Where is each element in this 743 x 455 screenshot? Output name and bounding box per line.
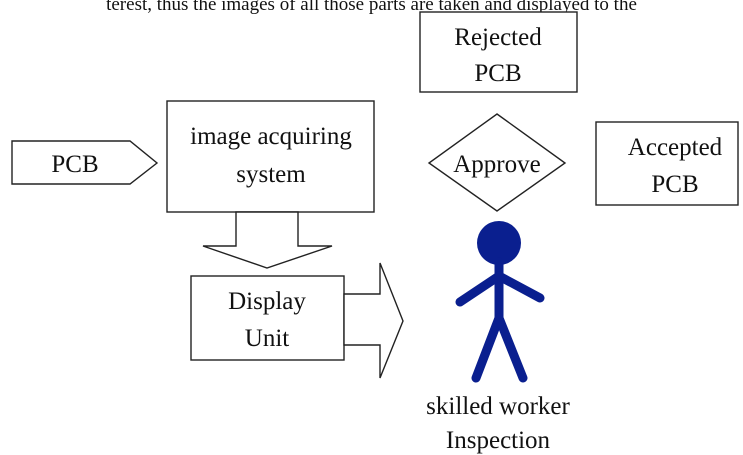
approve-label: Approve bbox=[453, 151, 540, 178]
down-arrow bbox=[202, 211, 333, 269]
worker-figure bbox=[455, 221, 545, 383]
worker-right-arm bbox=[494, 271, 545, 303]
display-unit-box bbox=[190, 275, 345, 361]
image-system-label-line2: system bbox=[236, 161, 306, 188]
worker-left-arm bbox=[455, 271, 504, 307]
display-unit-label-line2: Unit bbox=[245, 325, 290, 352]
worker-right-leg bbox=[494, 313, 528, 383]
rejected-pcb-box bbox=[419, 11, 578, 93]
pcb-input-label: PCB bbox=[51, 151, 98, 178]
rejected-label-line1: Rejected bbox=[454, 24, 542, 51]
right-arrow bbox=[343, 262, 404, 379]
image-system-label-line1: image acquiring bbox=[190, 123, 352, 150]
worker-head bbox=[477, 221, 521, 265]
worker-left-leg bbox=[471, 313, 504, 383]
rejected-label-line2: PCB bbox=[474, 60, 521, 87]
display-unit-label-line1: Display bbox=[228, 288, 306, 315]
caption-fragment-text: terest, thus the images of all those par… bbox=[106, 0, 637, 15]
approve-diamond bbox=[427, 113, 567, 212]
accepted-label-line2: PCB bbox=[651, 171, 698, 198]
worker-label-line1: skilled worker bbox=[426, 393, 570, 420]
accepted-pcb-box bbox=[595, 121, 739, 206]
pcb-input-arrow bbox=[11, 140, 159, 185]
accepted-label-line1: Accepted bbox=[628, 134, 723, 161]
image-acquiring-system-box bbox=[166, 100, 375, 213]
worker-label-line2: Inspection bbox=[446, 427, 551, 454]
